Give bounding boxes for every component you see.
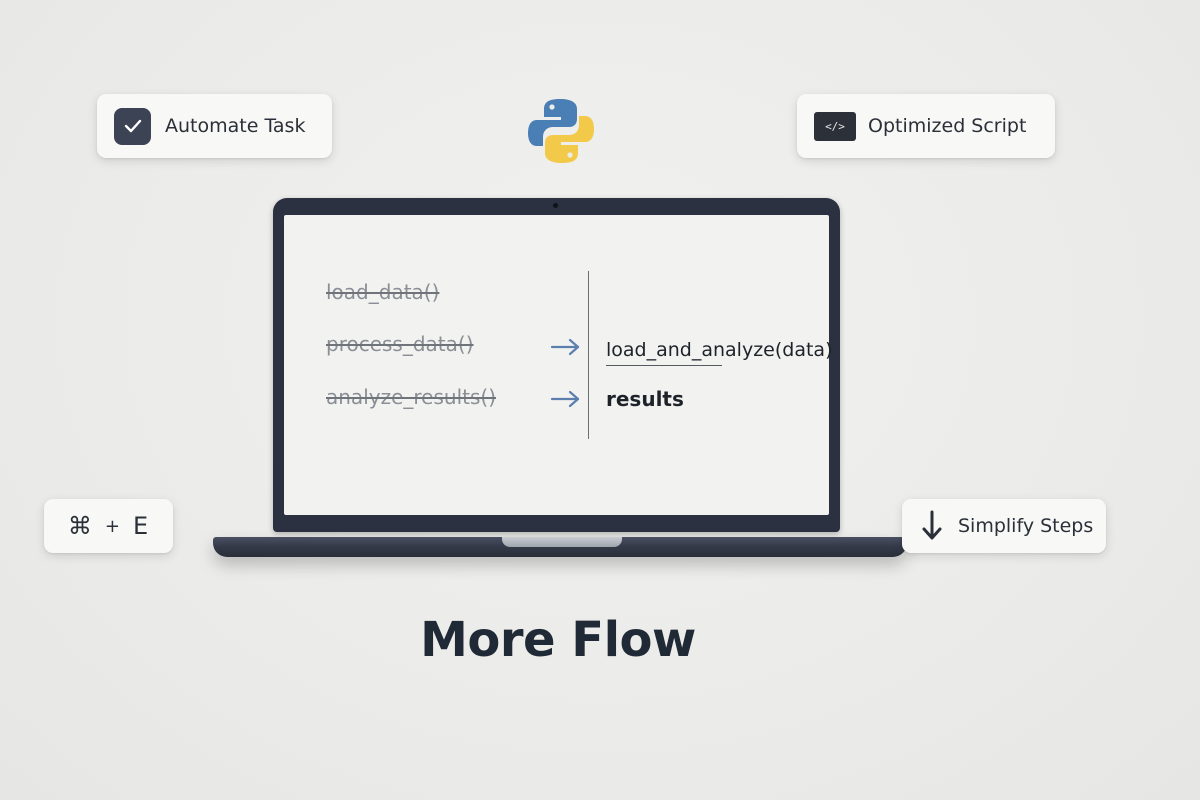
- headline: More Flow: [420, 612, 696, 668]
- command-key-icon: ⌘: [67, 512, 93, 540]
- old-code-line-analyze-results: analyze_results(): [326, 385, 496, 409]
- shortcut-key: E: [132, 512, 150, 540]
- simplify-steps-card: Simplify Steps: [902, 499, 1106, 553]
- automate-task-label: Automate Task: [165, 115, 306, 137]
- automate-task-card: Automate Task: [97, 94, 332, 158]
- laptop-screen: load_data() process_data() analyze_resul…: [284, 215, 833, 515]
- code-icon: </>: [814, 111, 856, 141]
- old-code-line-load-data: load_data(): [326, 280, 440, 304]
- arrow-right-icon: [550, 338, 580, 356]
- old-code-line-process-data: process_data(): [326, 332, 474, 356]
- laptop: load_data() process_data() analyze_resul…: [273, 198, 840, 532]
- arrow-right-icon: [550, 390, 580, 408]
- laptop-hinge: [502, 537, 622, 547]
- checkbox-icon: [114, 107, 151, 145]
- new-code-line-load-and-analyze: load_and_analyze(data): [606, 339, 833, 361]
- new-code-underline: [606, 365, 722, 366]
- optimized-script-card: </> Optimized Script: [797, 94, 1055, 158]
- shortcut-plus: +: [104, 515, 121, 537]
- laptop-camera: [553, 203, 558, 208]
- python-logo-icon: [528, 99, 594, 163]
- keyboard-shortcut-card: ⌘ + E: [44, 499, 173, 553]
- arrow-down-icon: [920, 509, 944, 543]
- code-divider: [588, 271, 589, 439]
- optimized-script-label: Optimized Script: [868, 115, 1027, 137]
- simplify-steps-label: Simplify Steps: [958, 515, 1094, 537]
- laptop-base: [213, 537, 907, 557]
- new-code-line-results: results: [606, 387, 684, 411]
